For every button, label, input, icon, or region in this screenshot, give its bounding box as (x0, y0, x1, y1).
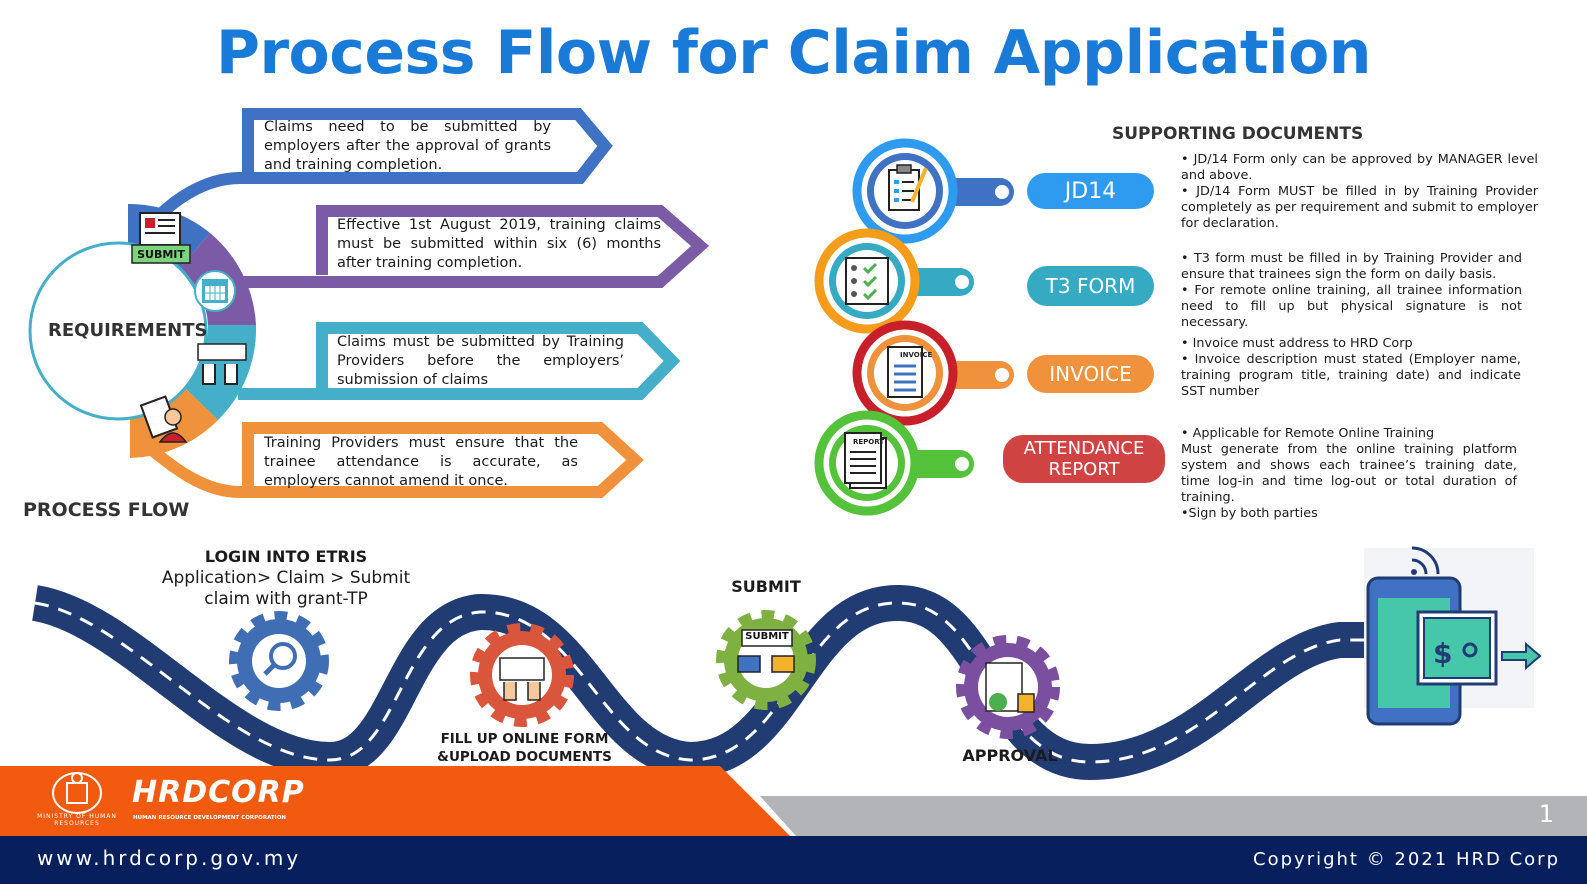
requirement-arrow-2 (235, 205, 710, 288)
clipboard-icon (888, 164, 928, 211)
hrdcorp-logo-subtext: HUMAN RESOURCE DEVELOPMENT CORPORATION (133, 815, 287, 821)
ministry-text: MINISTRY OF HUMAN RESOURCES (37, 813, 117, 827)
requirement-4: Training Providers must ensure that the … (264, 435, 578, 489)
supporting-docs-heading: SUPPORTING DOCUMENTS (1112, 124, 1364, 144)
typing-hands-icon (197, 343, 247, 385)
submit-icon-label: SUBMIT (137, 248, 185, 261)
doc-line: • For remote online training, all traine… (1181, 283, 1522, 330)
doc-description-jd14: • JD/14 Form only can be approved by MAN… (1181, 152, 1538, 232)
gear-approval (956, 635, 1060, 739)
doc-line: • JD/14 Form only can be approved by MAN… (1181, 152, 1538, 183)
step-approval-title: APPROVAL (962, 746, 1058, 765)
doc-line: • T3 form must be filled in by Training … (1181, 251, 1522, 282)
doc-line: Must generate from the online training p… (1181, 442, 1517, 505)
process-flow-heading: PROCESS FLOW (23, 499, 190, 521)
gear-fill-form (470, 623, 574, 727)
doc-line: • Invoice must address to HRD Corp (1181, 336, 1413, 351)
footer-copyright: Copyright © 2021 HRD Corp (1253, 849, 1560, 870)
svg-text:$: $ (1433, 637, 1452, 670)
gear-submit (716, 610, 816, 710)
step-submit-title: SUBMIT (731, 577, 801, 596)
requirement-2: Effective 1st August 2019, training clai… (337, 217, 661, 271)
doc-line: • JD/14 Form MUST be filled in by Traini… (1181, 184, 1538, 231)
doc-description-attendance: • Applicable for Remote Online Training … (1181, 426, 1517, 522)
doc-label-attendance-report: ATTENDANCE REPORT (1003, 435, 1165, 483)
doc-connector-jd14 (945, 178, 1014, 206)
calendar-icon (194, 270, 236, 312)
doc-connector-attendance (905, 450, 975, 478)
trainee-clipboard-icon (139, 395, 188, 443)
page-title: Process Flow for Claim Application (215, 18, 1372, 88)
footer-url[interactable]: www.hrdcorp.gov.my (37, 846, 302, 870)
page-number: 1 (1538, 800, 1554, 828)
step-login-subtitle: Application> Claim > Submit claim with g… (161, 568, 411, 609)
doc-description-t3: • T3 form must be filled in by Training … (1181, 251, 1522, 331)
requirements-heading: REQUIREMENTS (48, 320, 208, 341)
report-icon (844, 432, 887, 489)
checklist-icon (845, 257, 889, 305)
footer-orange-band (0, 766, 790, 836)
requirement-arrow-4 (136, 422, 644, 498)
doc-line: • Applicable for Remote Online Training (1181, 426, 1435, 441)
phone-payment-icon: $ (1364, 546, 1542, 726)
report-icon-text: REPORT (853, 438, 885, 446)
doc-description-invoice: • Invoice must address to HRD Corp • Inv… (1181, 336, 1521, 400)
requirement-arrow-3 (238, 322, 681, 400)
doc-line: •Sign by both parties (1181, 506, 1318, 521)
step-fill-form-title: FILL UP ONLINE FORM &UPLOAD DOCUMENTS (437, 731, 612, 765)
doc-connector-t3 (905, 268, 975, 296)
doc-connector-invoice (945, 361, 1014, 389)
footer-bar (0, 836, 1587, 884)
ministry-crest (52, 772, 102, 814)
requirement-3: Claims must be submitted by Training Pro… (337, 334, 624, 388)
submit-form-icon (131, 212, 191, 264)
doc-label-jd14: JD14 (1027, 173, 1154, 209)
requirements-circle (28, 241, 208, 421)
hrdcorp-logo: HRDCORP (132, 775, 305, 810)
invoice-icon-text: INVOICE (900, 351, 933, 359)
doc-line: • Invoice description must stated (Emplo… (1181, 352, 1521, 399)
requirement-1: Claims need to be submitted by employers… (264, 119, 551, 173)
step-login-title: LOGIN INTO ETRIS (204, 547, 368, 566)
gear-login (229, 611, 329, 711)
doc-label-t3-form: T3 FORM (1027, 266, 1154, 306)
invoice-icon (887, 346, 923, 398)
submit-gear-icon-text: SUBMIT (745, 631, 789, 642)
doc-label-invoice: INVOICE (1027, 355, 1154, 393)
footer-gray-band (760, 796, 1587, 836)
